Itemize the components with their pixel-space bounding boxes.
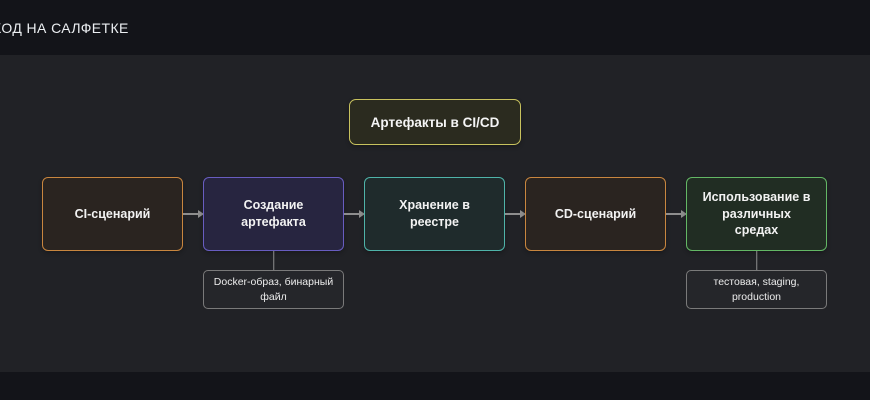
node-wrap-environments: Использование в различных средах тестова… (686, 177, 827, 310)
bottom-bar (0, 372, 870, 400)
node-wrap-cd: CD-сценарий (525, 177, 666, 251)
arrow-right-icon (505, 210, 526, 218)
arrow-right-icon (183, 210, 204, 218)
node-environment-usage: Использование в различных средах (686, 177, 827, 251)
top-bar: КОД НА САЛФЕТКЕ (0, 0, 870, 55)
node-cd-scenario: CD-сценарий (525, 177, 666, 251)
diagram-canvas: Артефакты в CI/CD CI-сценарий Создание а… (0, 55, 870, 372)
diagram-title-node: Артефакты в CI/CD (349, 99, 521, 145)
arrow-right-icon (344, 210, 365, 218)
connector-line (272, 251, 275, 270)
node-wrap-registry: Хранение в реестре (364, 177, 505, 251)
node-wrap-artifact-creation: Создание артефакта Docker-образ, бинарны… (203, 177, 344, 310)
page-title: КОД НА САЛФЕТКЕ (0, 19, 129, 36)
node-registry-storage: Хранение в реестре (364, 177, 505, 251)
annotation-artifact-types: Docker-образ, бинарный файл (203, 270, 344, 310)
arrow-right-icon (666, 210, 687, 218)
node-wrap-ci: CI-сценарий (42, 177, 183, 251)
annotation-environments: тестовая, staging, production (686, 270, 827, 310)
flow-row: CI-сценарий Создание артефакта Docker-об… (42, 177, 827, 310)
node-ci-scenario: CI-сценарий (42, 177, 183, 251)
node-artifact-creation: Создание артефакта (203, 177, 344, 251)
connector-line (755, 251, 758, 270)
